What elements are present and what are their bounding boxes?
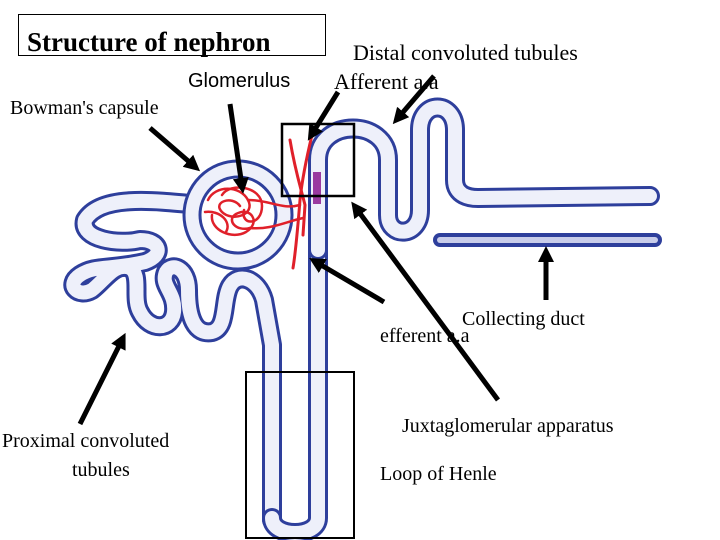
arrow-proximal-tubules [77,332,126,426]
loop-of-henle-box [245,371,355,539]
label-proximal-line1: Proximal convoluted [2,430,170,452]
label-juxtaglomerular-apparatus: Juxtaglomerular apparatus [402,415,614,437]
nephron-tubule [63,97,662,540]
label-loop-of-henle: Loop of Henle [380,463,497,485]
arrow-efferent [309,257,386,305]
title-box [18,14,326,56]
label-proximal-line2: tubules [72,459,130,481]
label-afferent-aa: Afferent a.a [334,69,439,94]
diagram-title: Structure of nephron [27,27,271,57]
arrow-afferent [307,90,341,141]
label-collecting-duct: Collecting duct [462,308,585,330]
label-glomerulus: Glomerulus [188,70,291,92]
arrow-distal-tubules [392,74,436,125]
arrow-glomerulus [227,103,249,194]
label-distal-convoluted-tubules: Distal convoluted tubules [353,40,578,65]
label-bowmans-capsule: Bowman's capsule [10,97,159,119]
label-arrows [77,74,555,426]
arrow-bowmans-capsule [148,126,201,172]
arrow-juxtaglomerular [351,201,501,402]
label-efferent-aa: efferent a.a [380,325,470,347]
juxtaglomerular-marker [313,172,321,204]
afferent-arteriole [288,138,307,237]
efferent-arteriole [291,133,314,270]
